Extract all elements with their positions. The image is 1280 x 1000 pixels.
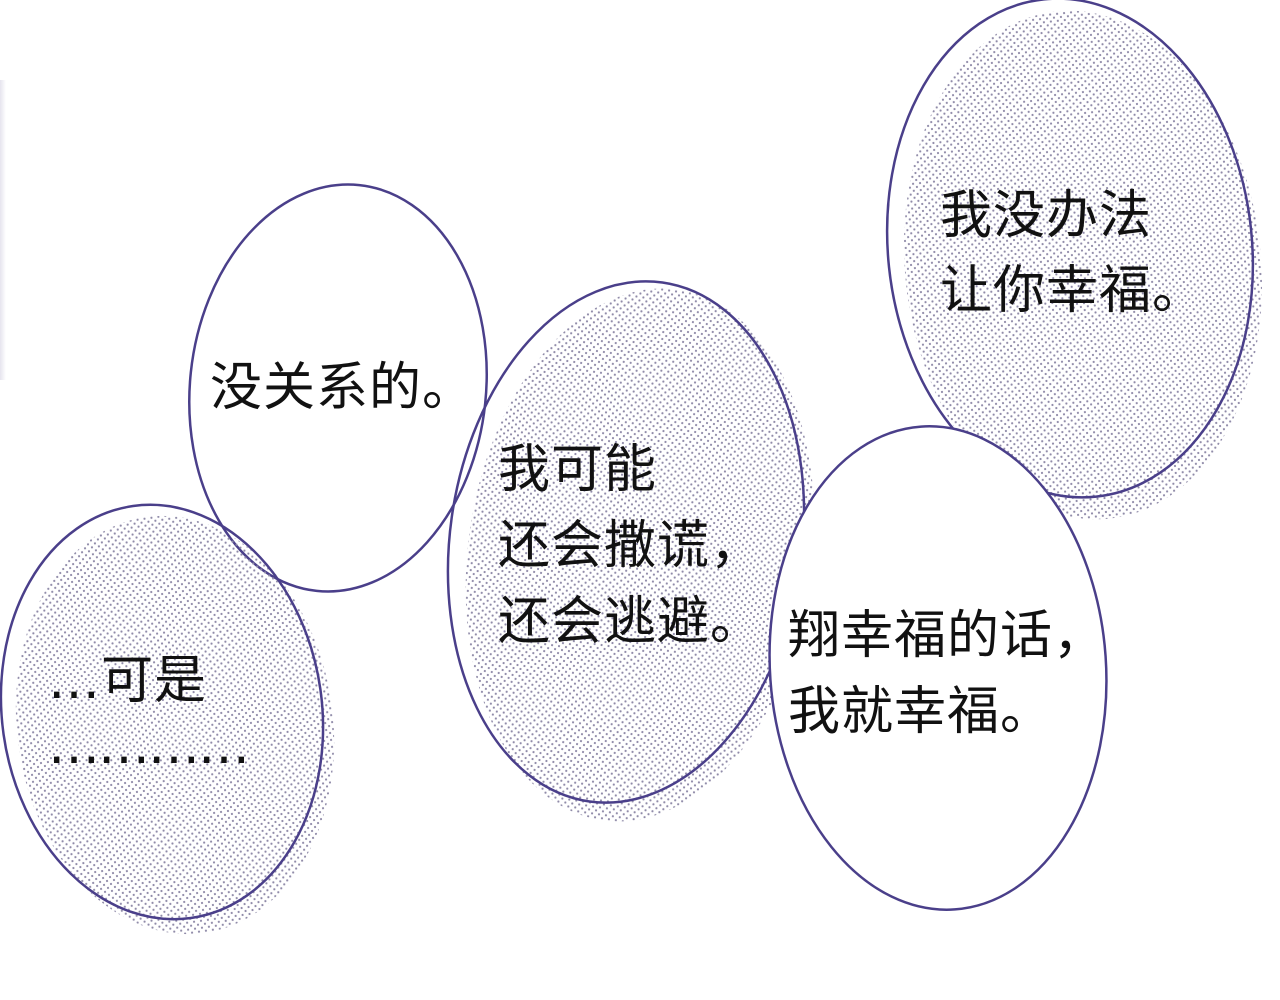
bubble-center-line-2: 还会撒谎， [498, 516, 764, 576]
speech-bubble-top-right [885, 0, 1263, 520]
bubble-bottom-right-line-2: 我就幸福。 [788, 682, 1054, 742]
bubble-bottom-right-line-1: 翔幸福的话， [788, 606, 1107, 666]
bubble-top-right-line-2: 让你幸福。 [940, 261, 1206, 321]
speech-bubble-bottom-right [768, 425, 1108, 911]
bubble-center-line-3: 还会逃避。 [498, 592, 764, 652]
panel-edge-shadow [0, 80, 6, 380]
bubble-top-right-line-1: 我没办法 [940, 186, 1153, 246]
bubble-center-line-1: 我可能 [498, 440, 658, 500]
speech-bubble-bottom-left [0, 503, 335, 935]
bubble-bottom-left-line-2: ………… [48, 716, 250, 776]
bubble-middle-left-line-1: 没关系的。 [210, 358, 476, 418]
bubble-bottom-left-line-1: …可是 [48, 651, 208, 711]
speech-bubble-middle-left [188, 183, 488, 593]
